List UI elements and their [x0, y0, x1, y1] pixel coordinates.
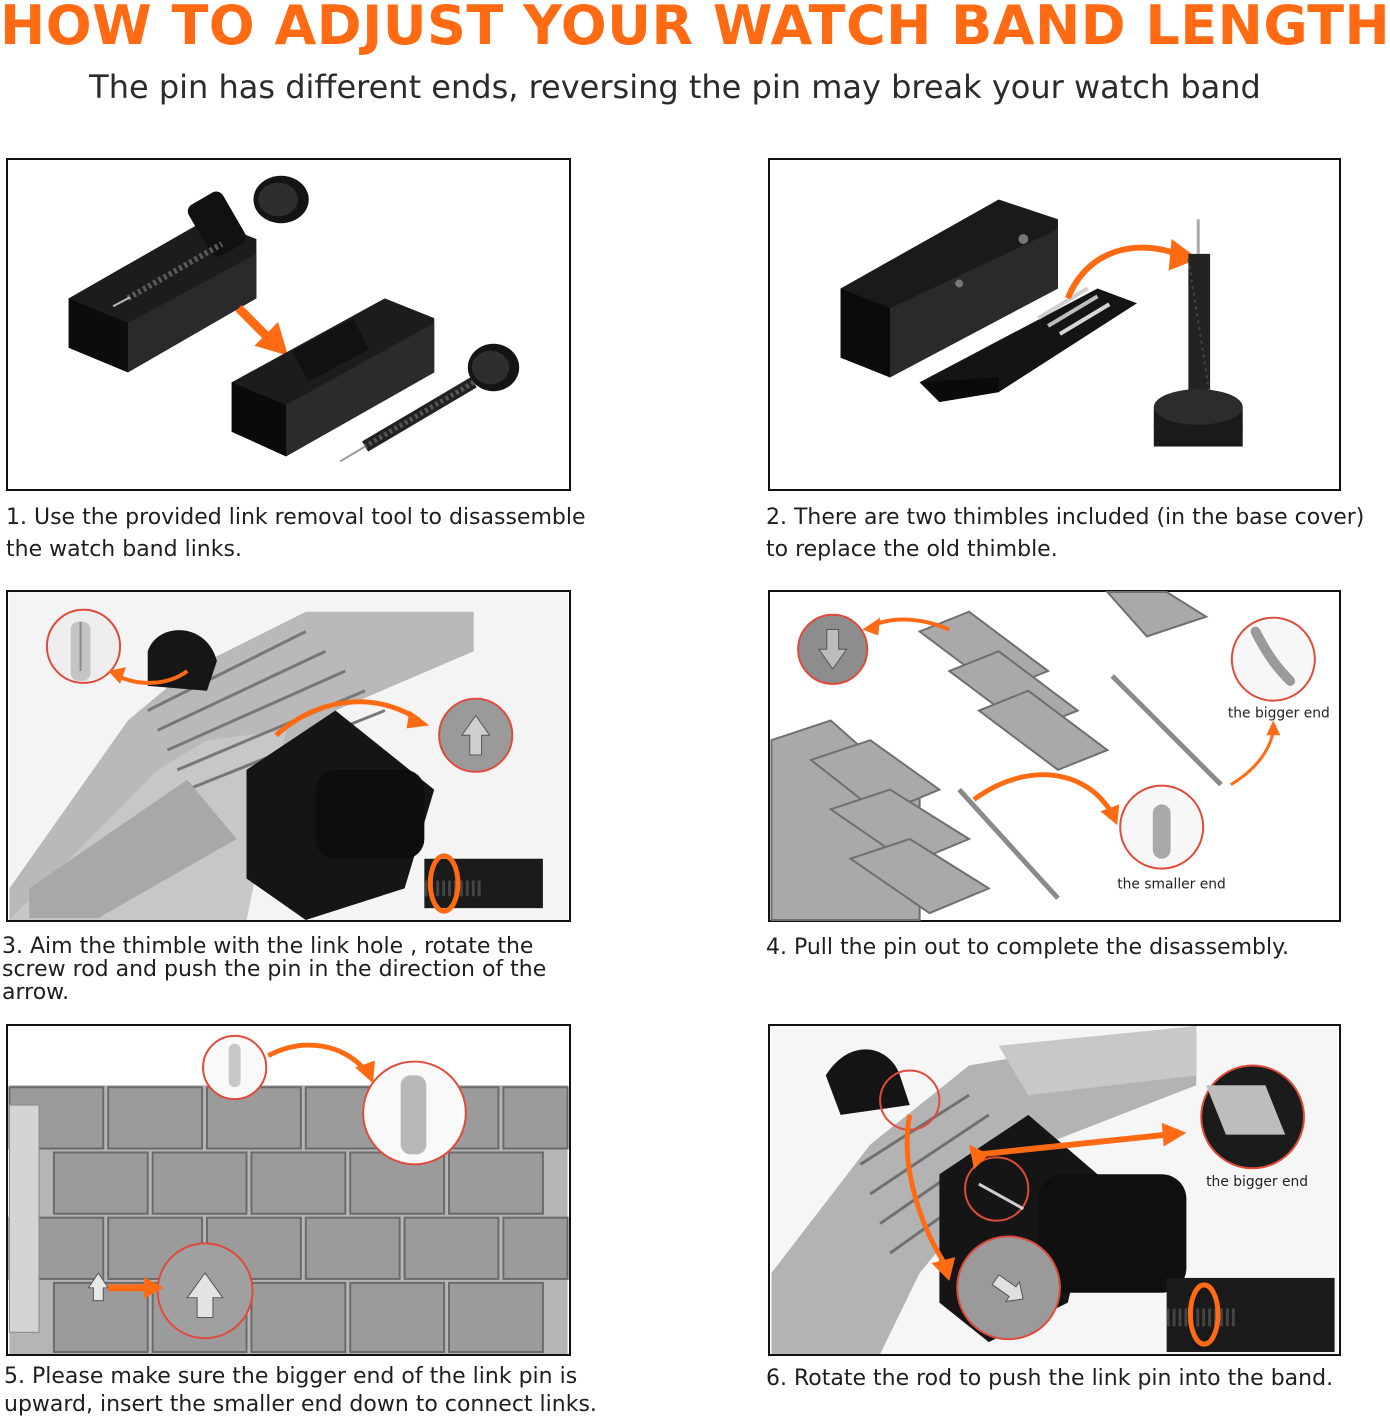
caption-line: the watch band links.: [6, 537, 242, 562]
tool-assembled: [68, 175, 309, 373]
caption-line: 4. Pull the pin out to complete the disa…: [766, 935, 1289, 960]
orange-arrows-icon: [862, 617, 1281, 826]
orange-arrows-icon: [108, 1042, 375, 1299]
tool-body: [147, 630, 543, 920]
step-4-caption: 4. Pull the pin out to complete the disa…: [766, 932, 1289, 964]
orange-arrows-icon: [904, 1114, 1187, 1281]
zoom-circle-left: [45, 608, 122, 684]
zoom-circle-bigger-end: [1230, 616, 1316, 702]
pull-pin-illustration: the bigger end the smaller end: [770, 591, 1330, 921]
push-pin-illustration: [9, 592, 568, 920]
step-5-image: [6, 1024, 571, 1356]
bigger-end-label: the bigger end: [1228, 705, 1330, 721]
orange-curved-arrow-icon: [1065, 239, 1199, 300]
smaller-end-label: the smaller end: [1117, 876, 1226, 892]
zoom-circle-smaller-end: [1119, 784, 1205, 870]
step-1-image: [6, 158, 571, 491]
page-title: HOW TO ADJUST YOUR WATCH BAND LENGTH: [0, 0, 1390, 57]
rotate-arrow-icon: [1187, 1282, 1221, 1347]
page-subtitle: The pin has different ends, reversing th…: [89, 68, 1261, 106]
small-up-arrow-icon: [87, 1272, 110, 1302]
step-2-image: [768, 158, 1341, 491]
screw-rod: [1153, 219, 1243, 447]
caption-line: 1. Use the provided link removal tool to…: [6, 505, 586, 530]
orange-curved-arrow-icon: [108, 667, 430, 738]
step-3-image: [6, 590, 571, 922]
rotate-rod-illustration: the bigger end: [771, 1026, 1338, 1354]
caption-line: 5. Please make sure the bigger end of th…: [4, 1364, 578, 1389]
caption-line: 6. Rotate the rod to push the link pin i…: [766, 1366, 1334, 1391]
bigger-end-label: the bigger end: [1206, 1174, 1308, 1190]
zoom-circle-arrow-bottom: [156, 1242, 254, 1340]
caption-line: 3. Aim the thimble with the link hole , …: [2, 934, 534, 959]
step-4-image: the bigger end the smaller end: [768, 590, 1341, 922]
caption-line: 2. There are two thimbles included (in t…: [766, 505, 1365, 530]
zoom-circle-arrow: [797, 613, 869, 685]
tool-disassembled: [231, 298, 520, 463]
caption-line: screw rod and push the pin in the direct…: [2, 957, 547, 982]
step-3-caption: 3. Aim the thimble with the link hole , …: [2, 935, 546, 1004]
step-2-caption: 2. There are two thimbles included (in t…: [766, 502, 1364, 566]
zoom-circle-pin-large: [362, 1060, 467, 1166]
link-removal-tool-illustration: [68, 175, 520, 463]
orange-arrow-icon: [235, 305, 289, 356]
spare-thimbles: [1037, 286, 1111, 336]
caption-line: to replace the old thimble.: [766, 537, 1058, 562]
step-6-image: the bigger end: [768, 1024, 1341, 1356]
watch-band: [9, 611, 474, 920]
zoom-circle-bottom: [956, 1235, 1061, 1341]
watch-band-flat: [8, 1085, 569, 1354]
caption-line: arrow.: [2, 980, 70, 1005]
insert-pin-illustration: [8, 1026, 569, 1354]
zoom-circle-bigger-end: [1200, 1064, 1305, 1170]
zoom-circle-center: [964, 1156, 1030, 1222]
thimble-replacement-illustration: [840, 199, 1243, 447]
step-1-caption: 1. Use the provided link removal tool to…: [6, 502, 586, 566]
rotate-arrow-icon: [427, 853, 461, 914]
step-5-caption: 5. Please make sure the bigger end of th…: [4, 1363, 597, 1419]
zoom-circle-right: [438, 697, 514, 773]
step-6-caption: 6. Rotate the rod to push the link pin i…: [766, 1363, 1333, 1395]
caption-line: upward, insert the smaller end down to c…: [4, 1392, 597, 1417]
base-cover: [840, 199, 1137, 403]
link-pins: [957, 674, 1223, 900]
watch-band-segments: [770, 591, 1209, 921]
zoom-circle-pin-top: [202, 1034, 268, 1101]
